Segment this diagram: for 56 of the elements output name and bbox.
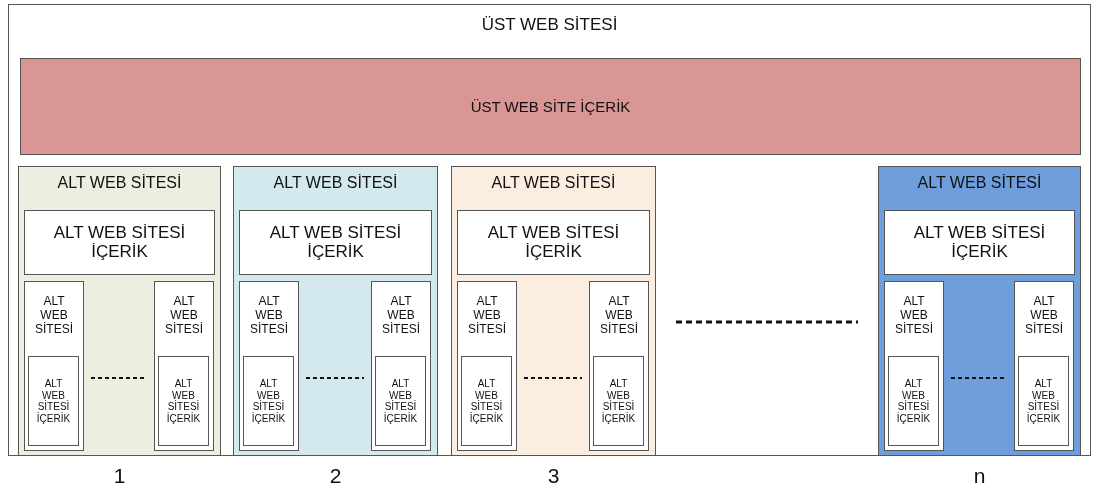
sub-site-box	[457, 281, 517, 451]
content-box	[158, 356, 209, 446]
box-label: ALT WEB SİTESİ İÇERİK	[268, 222, 403, 263]
band-label: ÜST WEB SİTE İÇERİK	[469, 97, 632, 116]
box-label: ALT WEB SİTESİ	[34, 295, 74, 337]
sub-site-panel	[451, 166, 656, 456]
panel-title: ALT WEB SİTESİ	[490, 174, 617, 193]
panel-number: 2	[328, 464, 343, 488]
sub-site-panel	[233, 166, 438, 456]
sub-site-box	[24, 281, 84, 451]
panel-number: n	[972, 464, 987, 488]
panel-title: ALT WEB SİTESİ	[56, 174, 183, 193]
box-label: ALT WEB SİTESİ İÇERİK	[165, 378, 202, 424]
box-label: ALT WEB SİTESİ İÇERİK	[382, 378, 419, 424]
sub-site-box	[239, 281, 299, 451]
content-box	[243, 356, 294, 446]
box-label: ALT WEB SİTESİ	[467, 295, 507, 337]
sub-site-box	[1014, 281, 1074, 451]
sub-site-box	[589, 281, 649, 451]
box-label: ALT WEB SİTESİ İÇERİK	[1025, 378, 1062, 424]
box-label: ALT WEB SİTESİ İÇERİK	[486, 222, 621, 263]
box-label: ALT WEB SİTESİ İÇERİK	[52, 222, 187, 263]
content-box	[28, 356, 79, 446]
panel-title: ALT WEB SİTESİ	[916, 174, 1043, 193]
box-label: ALT WEB SİTESİ	[249, 295, 289, 337]
sub-site-box	[371, 281, 431, 451]
panel-title: ALT WEB SİTESİ	[272, 174, 399, 193]
box-label: ALT WEB SİTESİ	[599, 295, 639, 337]
sub-site-panel	[878, 166, 1081, 456]
content-box	[375, 356, 426, 446]
site-title: ÜST WEB SİTESİ	[480, 15, 619, 35]
content-box	[24, 210, 215, 275]
content-box	[888, 356, 939, 446]
sub-site-box	[884, 281, 944, 451]
box-label: ALT WEB SİTESİ İÇERİK	[895, 378, 932, 424]
content-box	[461, 356, 512, 446]
box-label: ALT WEB SİTESİ	[381, 295, 421, 337]
content-box	[457, 210, 650, 275]
box-label: ALT WEB SİTESİ İÇERİK	[35, 378, 72, 424]
panel-number: 1	[112, 464, 127, 488]
panel-number: 3	[546, 464, 561, 488]
box-label: ALT WEB SİTESİ	[164, 295, 204, 337]
outer-site-box	[8, 4, 1091, 456]
content-box	[239, 210, 432, 275]
sub-site-panel	[18, 166, 221, 456]
box-label: ALT WEB SİTESİ İÇERİK	[468, 378, 505, 424]
box-label: ALT WEB SİTESİ İÇERİK	[250, 378, 287, 424]
content-band	[20, 58, 1081, 155]
box-label: ALT WEB SİTESİ İÇERİK	[912, 222, 1047, 263]
content-box	[593, 356, 644, 446]
box-label: ALT WEB SİTESİ İÇERİK	[600, 378, 637, 424]
sub-site-box	[154, 281, 214, 451]
content-box	[1018, 356, 1069, 446]
content-box	[884, 210, 1075, 275]
box-label: ALT WEB SİTESİ	[1024, 295, 1064, 337]
box-label: ALT WEB SİTESİ	[894, 295, 934, 337]
